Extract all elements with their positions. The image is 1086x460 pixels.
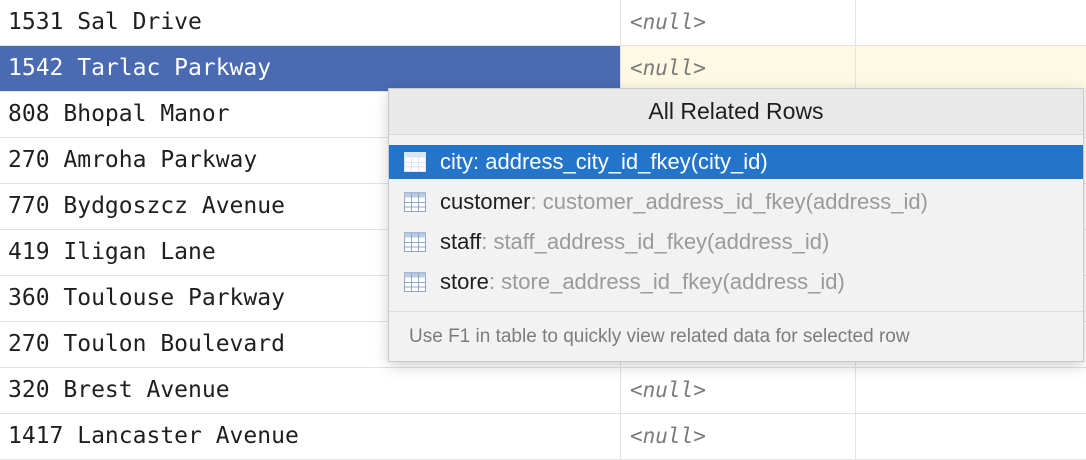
empty-cell[interactable] (856, 46, 1086, 91)
empty-cell[interactable] (856, 368, 1086, 413)
separator: : (473, 149, 480, 174)
address-cell[interactable]: 270 Amroha Parkway (0, 138, 621, 183)
separator: : (530, 189, 537, 214)
address2-cell[interactable]: <null> (621, 414, 856, 459)
address2-cell[interactable]: <null> (621, 0, 856, 45)
table-row[interactable]: 320 Brest Avenue <null> (0, 368, 1086, 414)
empty-cell[interactable] (856, 0, 1086, 45)
popup-hint: Use F1 in table to quickly view related … (389, 311, 1083, 361)
address2-cell[interactable]: <null> (621, 46, 856, 91)
address-cell[interactable]: 1417 Lancaster Avenue (0, 414, 621, 459)
address-cell[interactable]: 1531 Sal Drive (0, 0, 621, 45)
address-cell[interactable]: 360 Toulouse Parkway (0, 276, 621, 321)
related-table-name: staff (440, 229, 482, 254)
related-table-name: city (440, 149, 473, 174)
table-row[interactable]: 1417 Lancaster Avenue <null> (0, 414, 1086, 460)
address-cell[interactable]: 770 Bydgoszcz Avenue (0, 184, 621, 229)
related-table-name: customer (440, 189, 531, 214)
address-cell[interactable]: 1542 Tarlac Parkway (0, 46, 621, 91)
empty-cell[interactable] (856, 414, 1086, 459)
foreign-key-name: store_address_id_fkey(address_id) (501, 269, 845, 294)
address-cell[interactable]: 808 Bhopal Manor (0, 92, 621, 137)
table-icon (404, 272, 426, 292)
separator: : (481, 229, 488, 254)
foreign-key-name: address_city_id_fkey(city_id) (485, 149, 768, 174)
address-cell[interactable]: 270 Toulon Boulevard (0, 322, 621, 367)
separator: : (488, 269, 496, 294)
popup-title: All Related Rows (389, 89, 1083, 135)
related-row-item-store[interactable]: store: store_address_id_fkey(address_id) (389, 265, 1083, 299)
related-table-name: store (440, 269, 489, 294)
address2-cell[interactable]: <null> (621, 368, 856, 413)
table-icon (404, 192, 426, 212)
address-cell[interactable]: 320 Brest Avenue (0, 368, 621, 413)
related-rows-popup: All Related Rows city: address_city_id_f… (388, 88, 1084, 362)
related-row-item-staff[interactable]: staff: staff_address_id_fkey(address_id) (389, 225, 1083, 259)
foreign-key-name: customer_address_id_fkey(address_id) (542, 189, 928, 214)
table-row[interactable]: 1531 Sal Drive <null> (0, 0, 1086, 46)
related-row-item-customer[interactable]: customer: customer_address_id_fkey(addre… (389, 185, 1083, 219)
related-row-item-city[interactable]: city: address_city_id_fkey(city_id) (389, 145, 1083, 179)
foreign-key-name: staff_address_id_fkey(address_id) (493, 229, 830, 254)
table-icon (404, 232, 426, 252)
table-icon (404, 152, 426, 172)
address-cell[interactable]: 419 Iligan Lane (0, 230, 621, 275)
table-row[interactable]: 1542 Tarlac Parkway <null> (0, 46, 1086, 92)
